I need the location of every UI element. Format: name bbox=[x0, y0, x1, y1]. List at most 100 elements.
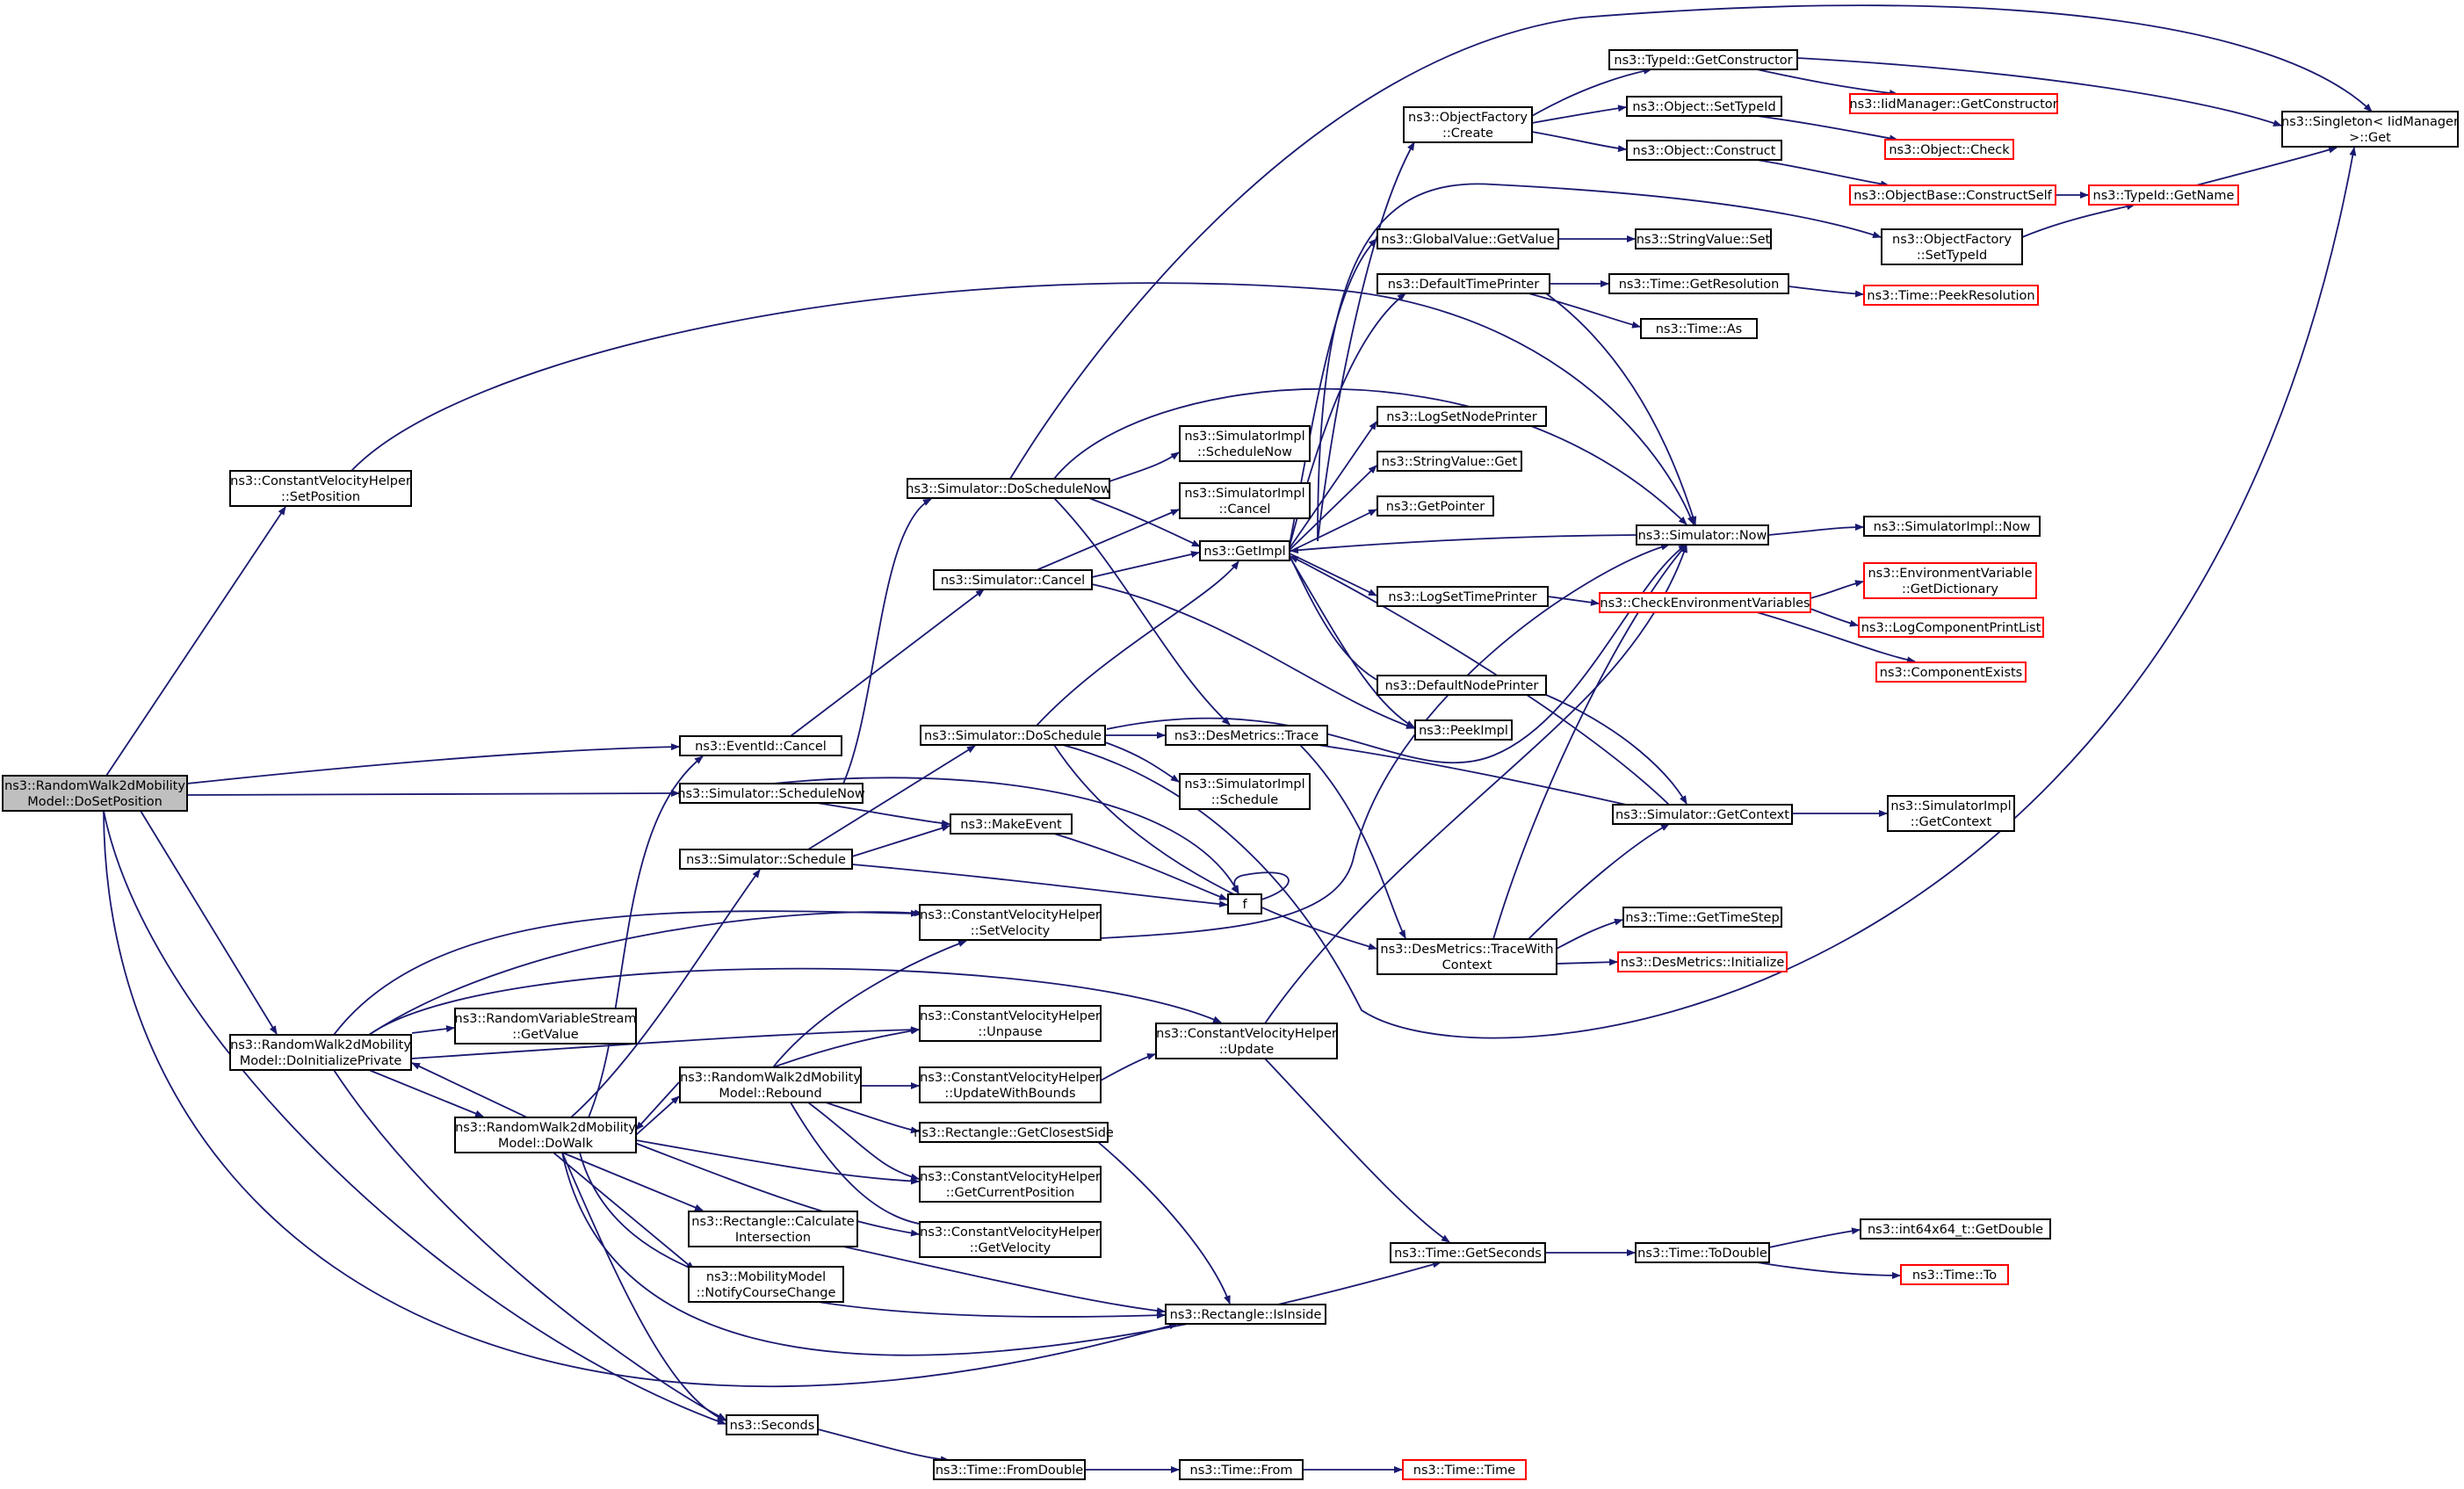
node-lstp[interactable]: ns3::LogSetTimePrinter bbox=[1377, 586, 1549, 607]
node-obj_settypeid[interactable]: ns3::Object::SetTypeId bbox=[1626, 96, 1782, 117]
node-box bbox=[1402, 1459, 1527, 1480]
node-getimpl[interactable]: ns3::GetImpl bbox=[1199, 540, 1290, 561]
edge-rw_doinit-to-cvh_update bbox=[368, 967, 1222, 1036]
node-box bbox=[919, 1122, 1109, 1143]
node-sim_doschedule[interactable]: ns3::Simulator::DoSchedule bbox=[920, 725, 1106, 746]
node-of_settypeid[interactable]: ns3::ObjectFactory::SetTypeId bbox=[1881, 228, 2023, 265]
node-sim_getctx[interactable]: ns3::Simulator::GetContext bbox=[1612, 804, 1793, 825]
node-root[interactable]: ns3::RandomWalk2dMobilityModel::DoSetPos… bbox=[2, 775, 188, 812]
node-rect_closest[interactable]: ns3::Rectangle::GetClosestSide bbox=[914, 1122, 1114, 1143]
node-ev_getdict[interactable]: ns3::EnvironmentVariable::GetDictionary bbox=[1863, 562, 2037, 599]
node-i64_getdouble[interactable]: ns3::int64x64_t::GetDouble bbox=[1860, 1218, 2051, 1240]
node-time_to[interactable]: ns3::Time::To bbox=[1900, 1264, 2009, 1285]
node-gv_getvalue[interactable]: ns3::GlobalValue::GetValue bbox=[1377, 228, 1559, 249]
node-box bbox=[1608, 273, 1789, 294]
node-sim_schedule[interactable]: ns3::Simulator::Schedule bbox=[679, 849, 853, 870]
node-obj_construct[interactable]: ns3::Object::Construct bbox=[1626, 140, 1782, 161]
node-dnp[interactable]: ns3::DefaultNodePrinter bbox=[1377, 675, 1547, 696]
edge-sim_cancel-to-getimpl bbox=[1091, 551, 1200, 578]
edge-obj_construct-to-ob_constructself bbox=[1756, 159, 1890, 188]
edge-getimpl-to-lstp bbox=[1289, 553, 1377, 596]
node-simimpl_getctx[interactable]: ns3::SimulatorImpl::GetContext bbox=[1887, 795, 2015, 832]
node-label-line: ::Update bbox=[1219, 1043, 1274, 1057]
node-time_as[interactable]: ns3::Time::As bbox=[1640, 318, 1758, 339]
node-time_getres[interactable]: ns3::Time::GetResolution bbox=[1608, 273, 1789, 294]
edge-rw_doinit-to-cvh_setvel bbox=[333, 909, 920, 1036]
node-obj_check[interactable]: ns3::Object::Check bbox=[1884, 139, 2014, 160]
node-rw_doinit[interactable]: ns3::RandomWalk2dMobilityModel::DoInitia… bbox=[229, 1034, 412, 1071]
node-sv_set[interactable]: ns3::StringValue::Set bbox=[1635, 228, 1772, 249]
edge-dnp-to-sim_getctx bbox=[1545, 694, 1687, 805]
node-simimpl_cancel[interactable]: ns3::SimulatorImpl::Cancel bbox=[1179, 482, 1311, 519]
node-cvh_getvel[interactable]: ns3::ConstantVelocityHelper::GetVelocity bbox=[919, 1221, 1102, 1258]
node-box bbox=[679, 783, 863, 804]
node-cvh_setpos[interactable]: ns3::ConstantVelocityHelper::SetPosition bbox=[229, 470, 412, 507]
node-simimpl_schedule[interactable]: ns3::SimulatorImpl::Schedule bbox=[1179, 773, 1311, 810]
node-cvh_getcurpos[interactable]: ns3::ConstantVelocityHelper::GetCurrentP… bbox=[919, 1166, 1102, 1203]
node-time_fromdouble[interactable]: ns3::Time::FromDouble bbox=[933, 1459, 1086, 1480]
node-makeevent[interactable]: ns3::MakeEvent bbox=[950, 813, 1073, 835]
node-iidm_getctor[interactable]: ns3::IidManager::GetConstructor bbox=[1849, 93, 2058, 114]
node-box bbox=[2, 775, 188, 812]
node-compexists[interactable]: ns3::ComponentExists bbox=[1875, 661, 2027, 683]
node-desm_trace[interactable]: ns3::DesMetrics::Trace bbox=[1165, 725, 1328, 746]
node-box bbox=[1377, 228, 1559, 249]
node-peekimpl[interactable]: ns3::PeekImpl bbox=[1414, 719, 1513, 741]
node-time_getseconds[interactable]: ns3::Time::GetSeconds bbox=[1390, 1242, 1546, 1263]
node-time_time[interactable]: ns3::Time::Time bbox=[1402, 1459, 1527, 1480]
node-sim_doschedulenow[interactable]: ns3::Simulator::DoScheduleNow bbox=[906, 478, 1111, 499]
node-seconds[interactable]: ns3::Seconds bbox=[726, 1414, 819, 1435]
node-sim_schedulenow[interactable]: ns3::Simulator::ScheduleNow bbox=[677, 783, 865, 804]
node-singleton_get[interactable]: ns3::Singleton< IidManager>::Get bbox=[2281, 111, 2459, 148]
node-sim_cancel[interactable]: ns3::Simulator::Cancel bbox=[933, 569, 1093, 590]
node-dtp[interactable]: ns3::DefaultTimePrinter bbox=[1377, 273, 1550, 294]
node-box bbox=[933, 569, 1093, 590]
edge-root-to-seconds bbox=[103, 810, 726, 1425]
node-ob_constructself[interactable]: ns3::ObjectBase::ConstructSelf bbox=[1849, 184, 2056, 206]
node-cvh_unpause[interactable]: ns3::ConstantVelocityHelper::Unpause bbox=[919, 1005, 1102, 1042]
node-getpointer[interactable]: ns3::GetPointer bbox=[1377, 495, 1494, 517]
node-of_create[interactable]: ns3::ObjectFactory::Create bbox=[1403, 106, 1533, 143]
edge-getimpl-to-lsnp bbox=[1289, 421, 1377, 549]
node-simimpl_schedulenow[interactable]: ns3::SimulatorImpl::ScheduleNow bbox=[1179, 425, 1311, 462]
node-typeid_getname[interactable]: ns3::TypeId::GetName bbox=[2088, 184, 2239, 206]
node-rvs_getvalue[interactable]: ns3::RandomVariableStream::GetValue bbox=[454, 1008, 637, 1044]
node-simimpl_now[interactable]: ns3::SimulatorImpl::Now bbox=[1863, 516, 2041, 537]
node-eventid_cancel[interactable]: ns3::EventId::Cancel bbox=[679, 735, 842, 756]
node-cev[interactable]: ns3::CheckEnvironmentVariables bbox=[1599, 592, 1811, 613]
node-sv_get[interactable]: ns3::StringValue::Get bbox=[1377, 451, 1522, 472]
node-label-line: ns3::ConstantVelocityHelper bbox=[920, 1225, 1101, 1240]
node-time_from[interactable]: ns3::Time::From bbox=[1179, 1459, 1304, 1480]
node-sim_now[interactable]: ns3::Simulator::Now bbox=[1636, 524, 1769, 546]
node-label-line: Model::DoInitializePrivate bbox=[240, 1054, 402, 1068]
node-typeid_getctor[interactable]: ns3::TypeId::GetConstructor bbox=[1608, 49, 1798, 70]
node-lcpl[interactable]: ns3::LogComponentPrintList bbox=[1858, 617, 2044, 638]
node-label-line: ns3::GlobalValue::GetValue bbox=[1381, 233, 1554, 247]
node-time_gettimestep[interactable]: ns3::Time::GetTimeStep bbox=[1622, 907, 1782, 928]
node-time_todouble[interactable]: ns3::Time::ToDouble bbox=[1635, 1242, 1770, 1263]
node-f[interactable]: f bbox=[1227, 893, 1262, 914]
edge-sim_cancel-to-simimpl_cancel bbox=[1036, 509, 1180, 571]
node-time_peekres[interactable]: ns3::Time::PeekResolution bbox=[1863, 285, 2039, 306]
node-label-line: ::GetDictionary bbox=[1902, 582, 1998, 596]
node-desm_init[interactable]: ns3::DesMetrics::Initialize bbox=[1617, 951, 1788, 972]
node-cvh_setvel[interactable]: ns3::ConstantVelocityHelper::SetVelocity bbox=[919, 904, 1102, 941]
node-box bbox=[1165, 725, 1328, 746]
node-box bbox=[1860, 1218, 2051, 1240]
node-box bbox=[1377, 495, 1494, 517]
node-label-line: ::SetPosition bbox=[281, 490, 360, 504]
node-mm_notify[interactable]: ns3::MobilityModel::NotifyCourseChange bbox=[688, 1266, 844, 1303]
node-box bbox=[1165, 1304, 1326, 1325]
node-lsnp[interactable]: ns3::LogSetNodePrinter bbox=[1377, 406, 1547, 427]
node-box bbox=[454, 1008, 637, 1044]
node-label-line: ns3::LogSetNodePrinter bbox=[1386, 410, 1537, 424]
node-cvh_updatebounds[interactable]: ns3::ConstantVelocityHelper::UpdateWithB… bbox=[919, 1066, 1102, 1103]
node-label-line: ns3::ConstantVelocityHelper bbox=[920, 908, 1101, 922]
node-cvh_update[interactable]: ns3::ConstantVelocityHelper::Update bbox=[1155, 1023, 1338, 1059]
node-box bbox=[1179, 425, 1311, 462]
node-rect_isinside[interactable]: ns3::Rectangle::IsInside bbox=[1165, 1304, 1326, 1325]
